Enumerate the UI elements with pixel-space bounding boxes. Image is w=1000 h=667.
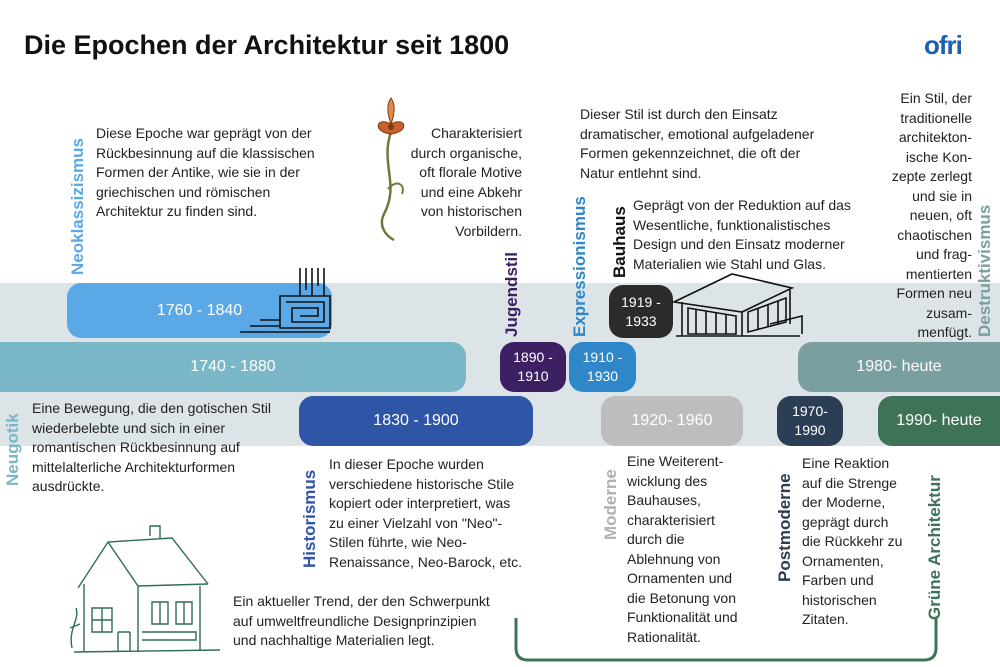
page-title: Die Epochen der Architektur seit 1800 xyxy=(24,30,510,60)
bauhaus-building-icon xyxy=(671,273,803,337)
house-sketch-icon xyxy=(69,525,221,653)
brand-logo: ofri xyxy=(924,30,963,60)
period-jugendstil: 1890 - 1910 xyxy=(500,342,566,392)
text-neugotik: Eine Bewegung, die den gotischen Stil wi… xyxy=(32,400,271,494)
period-moderne: 1920- 1960 xyxy=(601,396,743,446)
text-historismus: In dieser Epoche wurden verschiedene his… xyxy=(329,456,522,570)
text-moderne: Eine Weiterent- wicklung des Bauhauses, … xyxy=(627,453,738,645)
greek-key-ornament-icon xyxy=(240,268,331,333)
art-nouveau-flower-icon xyxy=(377,97,405,242)
period-destruktivismus: 1980- heute xyxy=(798,342,1000,392)
text-expressionismus: Dieser Stil ist durch den Einsatz dramat… xyxy=(580,106,815,181)
period-expressionismus: 1910 - 1930 xyxy=(569,342,636,392)
text-neoklassizismus: Diese Epoche war geprägt von der Rückbes… xyxy=(96,125,315,219)
text-bauhaus: Geprägt von der Reduktion auf das Wesent… xyxy=(633,197,851,272)
text-postmoderne: Eine Reaktion auf die Strenge der Modern… xyxy=(802,455,903,627)
text-gruene: Ein aktueller Trend, der den Schwerpunkt… xyxy=(233,593,490,648)
period-gruene: 1990- heute xyxy=(878,396,1000,446)
period-neugotik: 1740 - 1880 xyxy=(0,342,466,392)
period-neoklassizismus: 1760 - 1840 xyxy=(67,283,332,338)
period-postmoderne: 1970- 1990 xyxy=(777,396,843,446)
text-jugendstil: Charakterisiert durch organische, oft fl… xyxy=(410,125,522,239)
text-destruktivismus: Ein Stil, der traditionelle architekton-… xyxy=(891,90,972,340)
period-bauhaus: 1919 - 1933 xyxy=(609,285,673,338)
period-historismus: 1830 - 1900 xyxy=(299,396,533,446)
